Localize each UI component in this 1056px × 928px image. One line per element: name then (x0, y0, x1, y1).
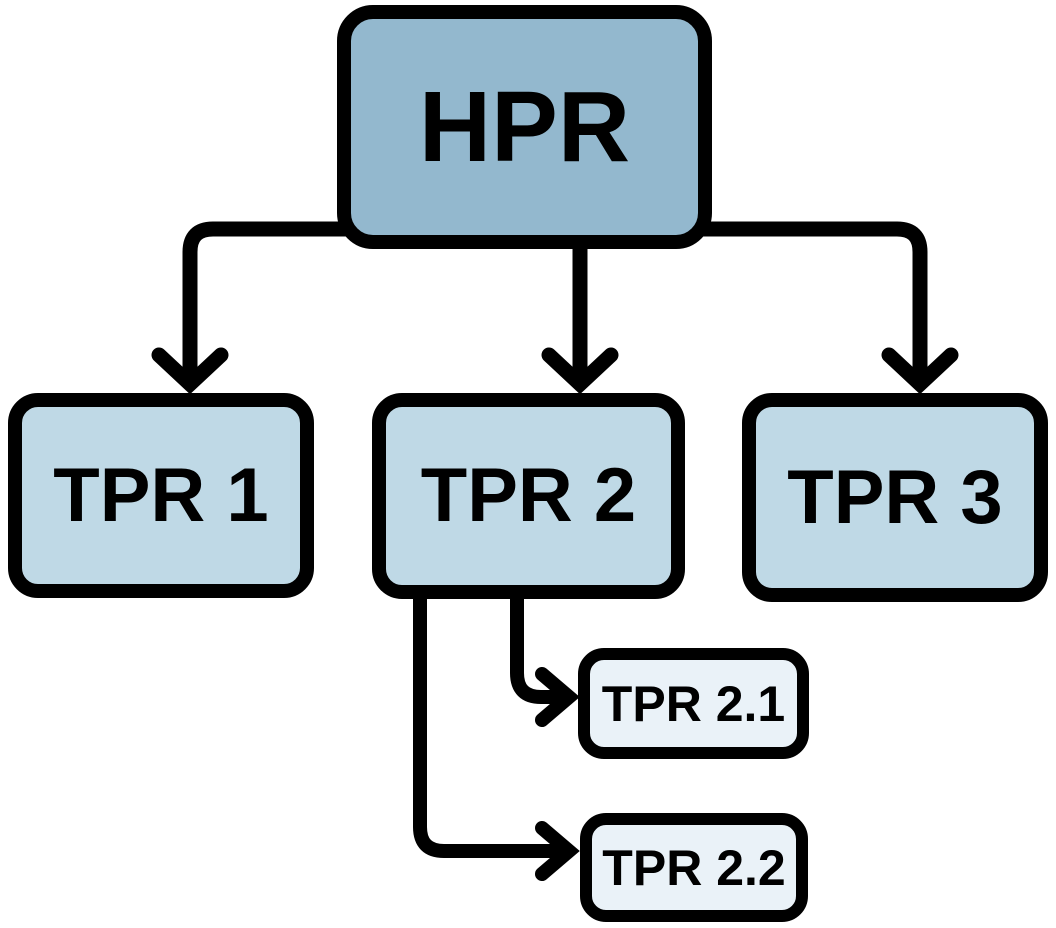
edge-hpr-to-tpr3 (672, 221, 959, 395)
node-tpr3-label: TPR 3 (787, 454, 1003, 540)
arrowhead-down-icon (151, 347, 229, 395)
node-tpr1-label: TPR 1 (53, 452, 269, 538)
arrowhead-down-icon (541, 347, 619, 395)
node-tpr22: TPR 2.2 (580, 813, 808, 922)
node-hpr: HPR (337, 5, 712, 249)
edge-tpr2-to-tpr22 (413, 553, 580, 881)
node-tpr3: TPR 3 (742, 393, 1048, 602)
node-tpr1: TPR 1 (8, 393, 314, 598)
edge-hpr-to-tpr1 (151, 221, 378, 395)
node-tpr21: TPR 2.1 (578, 648, 809, 759)
node-tpr2: TPR 2 (372, 393, 685, 599)
node-tpr2-label: TPR 2 (420, 453, 637, 538)
arrowhead-right-icon (535, 821, 580, 881)
arrowhead-down-icon (881, 347, 959, 395)
node-hpr-label: HPR (418, 71, 631, 183)
edge-hpr-to-tpr2 (541, 222, 619, 395)
node-tpr21-label: TPR 2.1 (601, 675, 786, 732)
node-tpr22-label: TPR 2.2 (602, 839, 786, 896)
edge-tpr2-to-tpr21 (510, 553, 580, 727)
arrowhead-right-icon (535, 667, 580, 727)
